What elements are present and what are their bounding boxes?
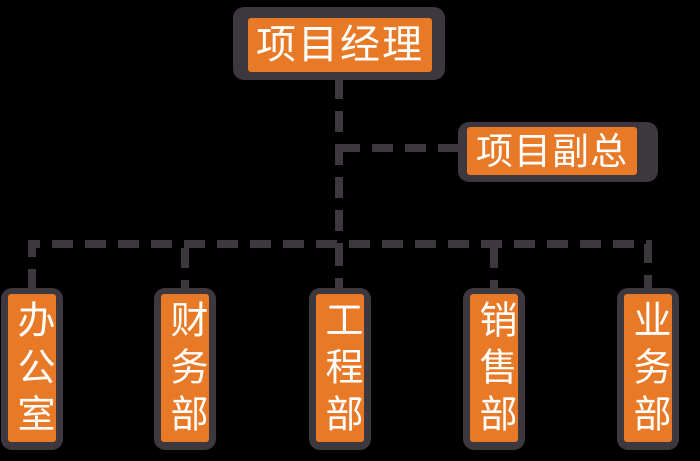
org-node-project-manager: 项目经理 <box>233 7 445 80</box>
org-node-project-manager-label: 项目经理 <box>248 18 432 72</box>
org-node-finance: 财务部 <box>154 288 216 450</box>
org-node-engineering: 工程部 <box>309 288 371 450</box>
org-node-sales: 销售部 <box>463 288 525 450</box>
org-node-deputy-manager-label: 项目副总 <box>467 127 637 175</box>
org-node-deputy-manager: 项目副总 <box>458 122 658 182</box>
org-node-business-label: 业务部 <box>624 294 672 442</box>
org-node-sales-label: 销售部 <box>470 294 518 442</box>
org-node-engineering-label: 工程部 <box>316 294 364 442</box>
org-node-office: 办公室 <box>1 288 63 450</box>
org-node-finance-label: 财务部 <box>161 294 209 442</box>
org-node-office-label: 办公室 <box>8 294 56 442</box>
org-node-business: 业务部 <box>617 288 679 450</box>
